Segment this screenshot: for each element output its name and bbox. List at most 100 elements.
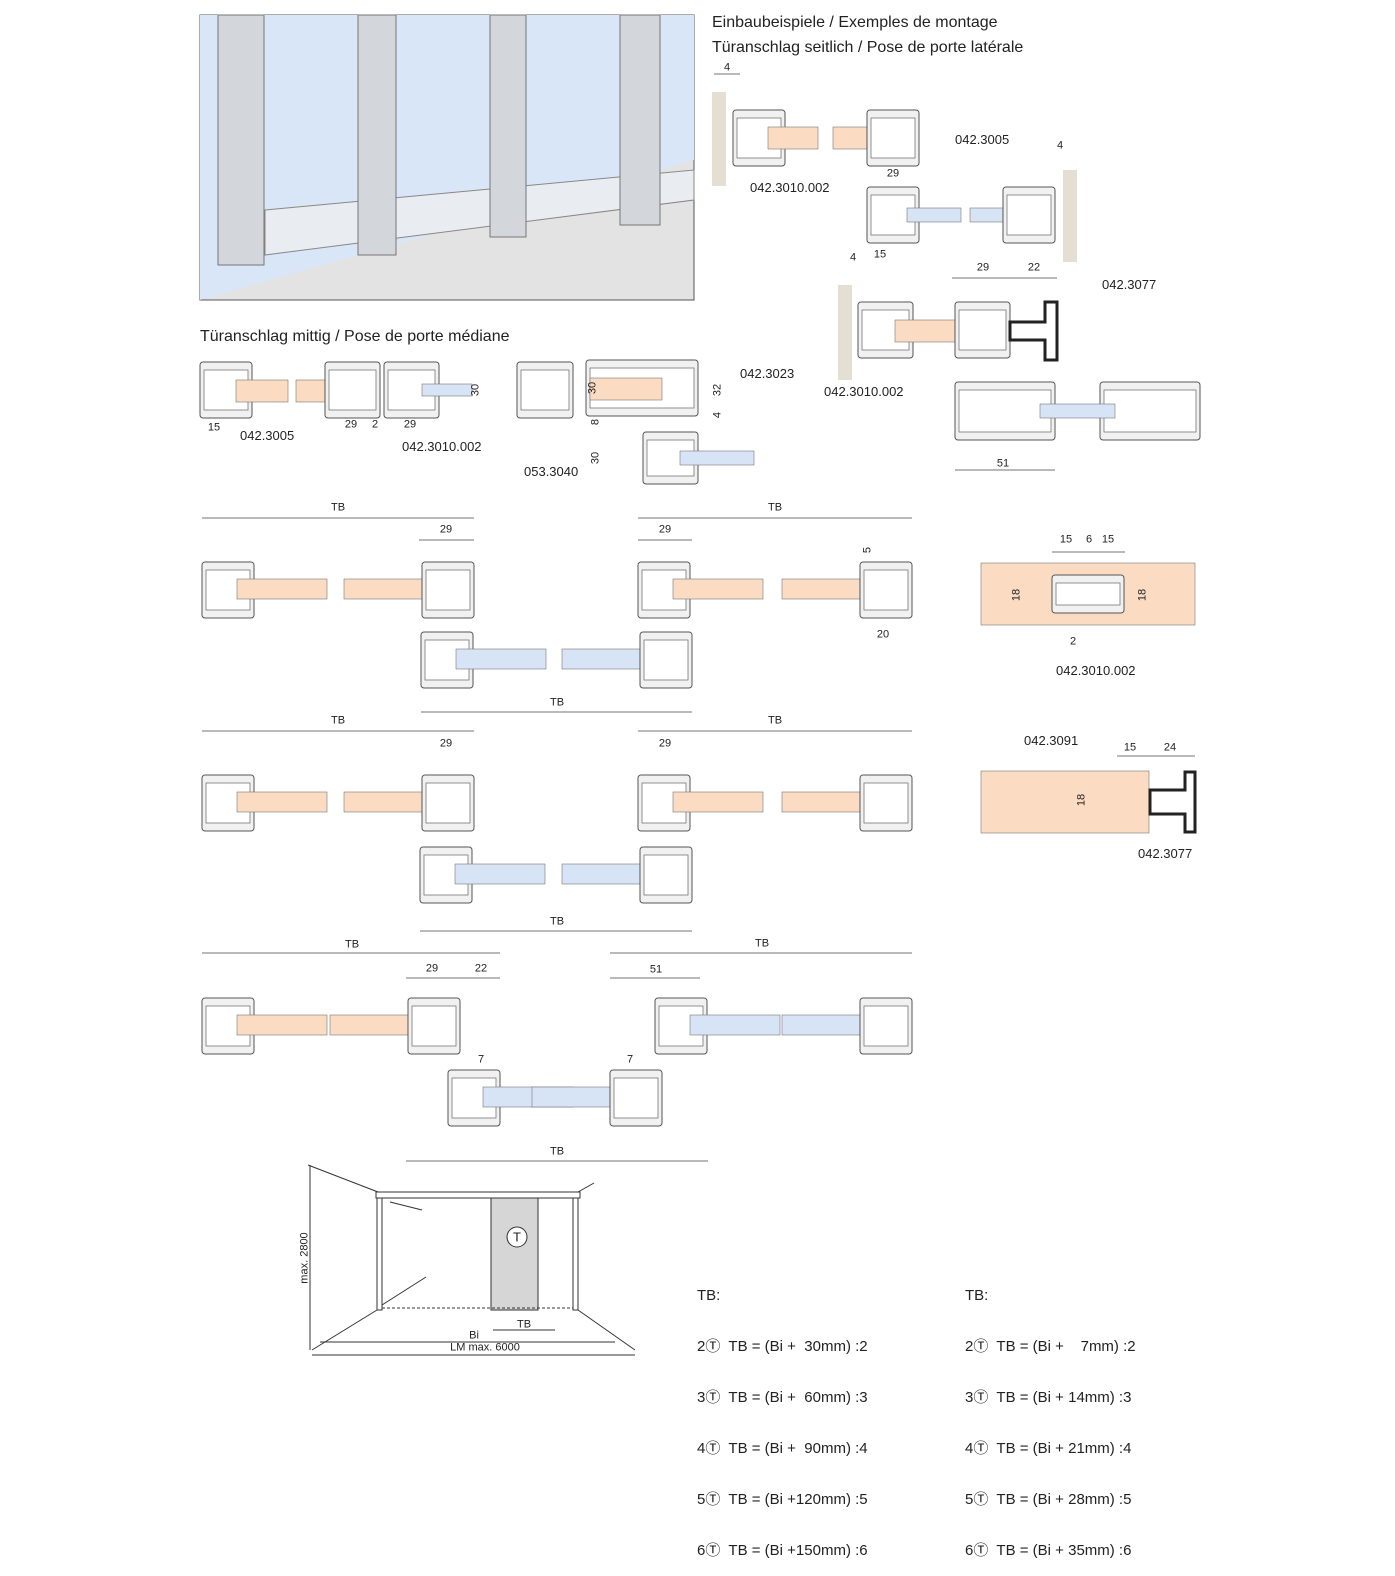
- wood-panel: [589, 377, 663, 401]
- glass-panel: [1039, 403, 1116, 419]
- dimension-label: 29: [976, 261, 990, 274]
- dimension-label: TB: [754, 937, 770, 950]
- dimension-label: TB: [549, 915, 565, 928]
- dimension-label: 22: [1027, 261, 1041, 274]
- wood-panel: [672, 578, 764, 600]
- formula-row: 3Ⓣ TB = (Bi + 60mm) :3: [697, 1389, 868, 1406]
- dimension-label: 29: [344, 418, 358, 431]
- dimension-label: 24: [1163, 741, 1177, 754]
- dimension-label: 4: [711, 411, 724, 419]
- part-label: 042.3077: [1102, 277, 1157, 292]
- frame-profile-inner: [863, 1005, 909, 1047]
- t-profile-3077: [1148, 770, 1197, 834]
- part-label: 042.3010.002: [750, 180, 830, 195]
- dimension-label: 8: [589, 418, 602, 426]
- dimension-label: 4: [723, 61, 731, 74]
- dimension-label: TB: [767, 501, 783, 514]
- wood-panel: [980, 770, 1150, 834]
- part-label: 042.3077: [1138, 846, 1193, 861]
- dimension-label: 32: [711, 383, 724, 397]
- lm-label: LM max. 6000: [450, 1341, 520, 1354]
- frame-profile-inner: [863, 782, 909, 824]
- dimension-label: 30: [589, 451, 602, 465]
- dimension-label: 30: [586, 381, 599, 395]
- part-label: 042.3023: [740, 366, 795, 381]
- dimension-label: 2: [371, 418, 379, 431]
- frame-profile-inner: [1103, 389, 1197, 433]
- dimension-label: 2: [1069, 635, 1077, 648]
- frame-profile-inner: [411, 1005, 457, 1047]
- frame-profile-inner: [863, 569, 909, 611]
- frame-profile-inner: [425, 782, 471, 824]
- dimension-label: TB: [330, 714, 346, 727]
- frame-profile-inner: [643, 639, 689, 681]
- glass-panel: [454, 863, 546, 885]
- tb-label: TB: [516, 1318, 532, 1331]
- frame-profile-inner: [328, 369, 377, 411]
- wood-panel: [236, 1014, 328, 1036]
- dimension-label: 29: [886, 167, 900, 180]
- formula-row: 4Ⓣ TB = (Bi + 90mm) :4: [697, 1440, 868, 1457]
- dimension-label: 4: [849, 251, 857, 264]
- part-label: 042.3010.002: [824, 384, 904, 399]
- dimension-label: 29: [425, 962, 439, 975]
- wood-panel: [767, 126, 819, 150]
- part-label: 042.3010.002: [402, 439, 482, 454]
- part-label: 053.3040: [524, 464, 579, 479]
- formula-block-right: TB: 2Ⓣ TB = (Bi + 7mm) :2 3Ⓣ TB = (Bi + …: [965, 1253, 1136, 1576]
- dimension-label: 15: [873, 248, 887, 261]
- dimension-label: 29: [658, 523, 672, 536]
- formula-row: 5Ⓣ TB = (Bi +120mm) :5: [697, 1491, 868, 1508]
- part-label: 042.3010.002: [1056, 663, 1136, 678]
- glass-panel: [421, 383, 473, 397]
- dimension-label: TB: [549, 1145, 565, 1158]
- part-label: 042.3005: [955, 132, 1010, 147]
- room-overview: [307, 1164, 636, 1356]
- frame-profile-inner: [613, 1077, 659, 1119]
- frame-profile-inner: [1055, 582, 1121, 606]
- bi-label: Bi: [469, 1329, 479, 1342]
- part-label: 042.3005: [240, 428, 295, 443]
- dimension-label: TB: [549, 696, 565, 709]
- heading-center: Türanschlag mittig / Pose de porte média…: [200, 328, 510, 345]
- wall: [712, 92, 726, 186]
- wall: [838, 285, 852, 380]
- installation-photo: [199, 14, 695, 301]
- dimension-label: 30: [469, 383, 482, 397]
- frame-profile-inner: [1006, 194, 1052, 236]
- formula-title: TB:: [697, 1287, 721, 1304]
- height-label: max. 2800: [298, 1232, 311, 1284]
- door-symbol: T: [513, 1229, 521, 1245]
- frame-profile-inner: [958, 389, 1052, 433]
- dimension-label: 29: [439, 737, 453, 750]
- frame-profile-inner: [870, 117, 916, 159]
- frame-profile-inner: [958, 309, 1007, 351]
- dimension-label: 29: [439, 523, 453, 536]
- dimension-label: 15: [1101, 533, 1115, 546]
- formula-row: 2Ⓣ TB = (Bi + 30mm) :2: [697, 1338, 868, 1355]
- glass-panel: [906, 207, 962, 223]
- formula-row: 6Ⓣ TB = (Bi + 35mm) :6: [965, 1542, 1132, 1559]
- dimension-label: 15: [1059, 533, 1073, 546]
- formula-row: 3Ⓣ TB = (Bi + 14mm) :3: [965, 1389, 1132, 1406]
- dimension-label: 51: [996, 457, 1010, 470]
- t-profile-3077: [1008, 300, 1059, 362]
- dimension-label: 15: [207, 421, 221, 434]
- heading-side: Türanschlag seitlich / Pose de porte lat…: [712, 39, 1024, 56]
- glass-panel: [689, 1014, 781, 1036]
- formula-row: 4Ⓣ TB = (Bi + 21mm) :4: [965, 1440, 1132, 1457]
- dimension-label: 51: [649, 963, 663, 976]
- wood-panel: [672, 791, 764, 813]
- dimension-label: TB: [767, 714, 783, 727]
- formula-row: 6Ⓣ TB = (Bi +150mm) :6: [697, 1542, 868, 1559]
- dimension-label: 29: [403, 418, 417, 431]
- wood-panel: [236, 791, 328, 813]
- glass-panel: [455, 648, 547, 670]
- dimension-label: 18: [1075, 793, 1088, 807]
- formula-block-left: TB: 2Ⓣ TB = (Bi + 30mm) :2 3Ⓣ TB = (Bi +…: [697, 1253, 868, 1576]
- heading-examples: Einbaubeispiele / Exemples de montage: [712, 14, 998, 31]
- dimension-label: 22: [474, 962, 488, 975]
- dimension-label: 4: [1056, 139, 1064, 152]
- frame-profile-inner: [425, 569, 471, 611]
- dimension-label: 18: [1010, 588, 1023, 602]
